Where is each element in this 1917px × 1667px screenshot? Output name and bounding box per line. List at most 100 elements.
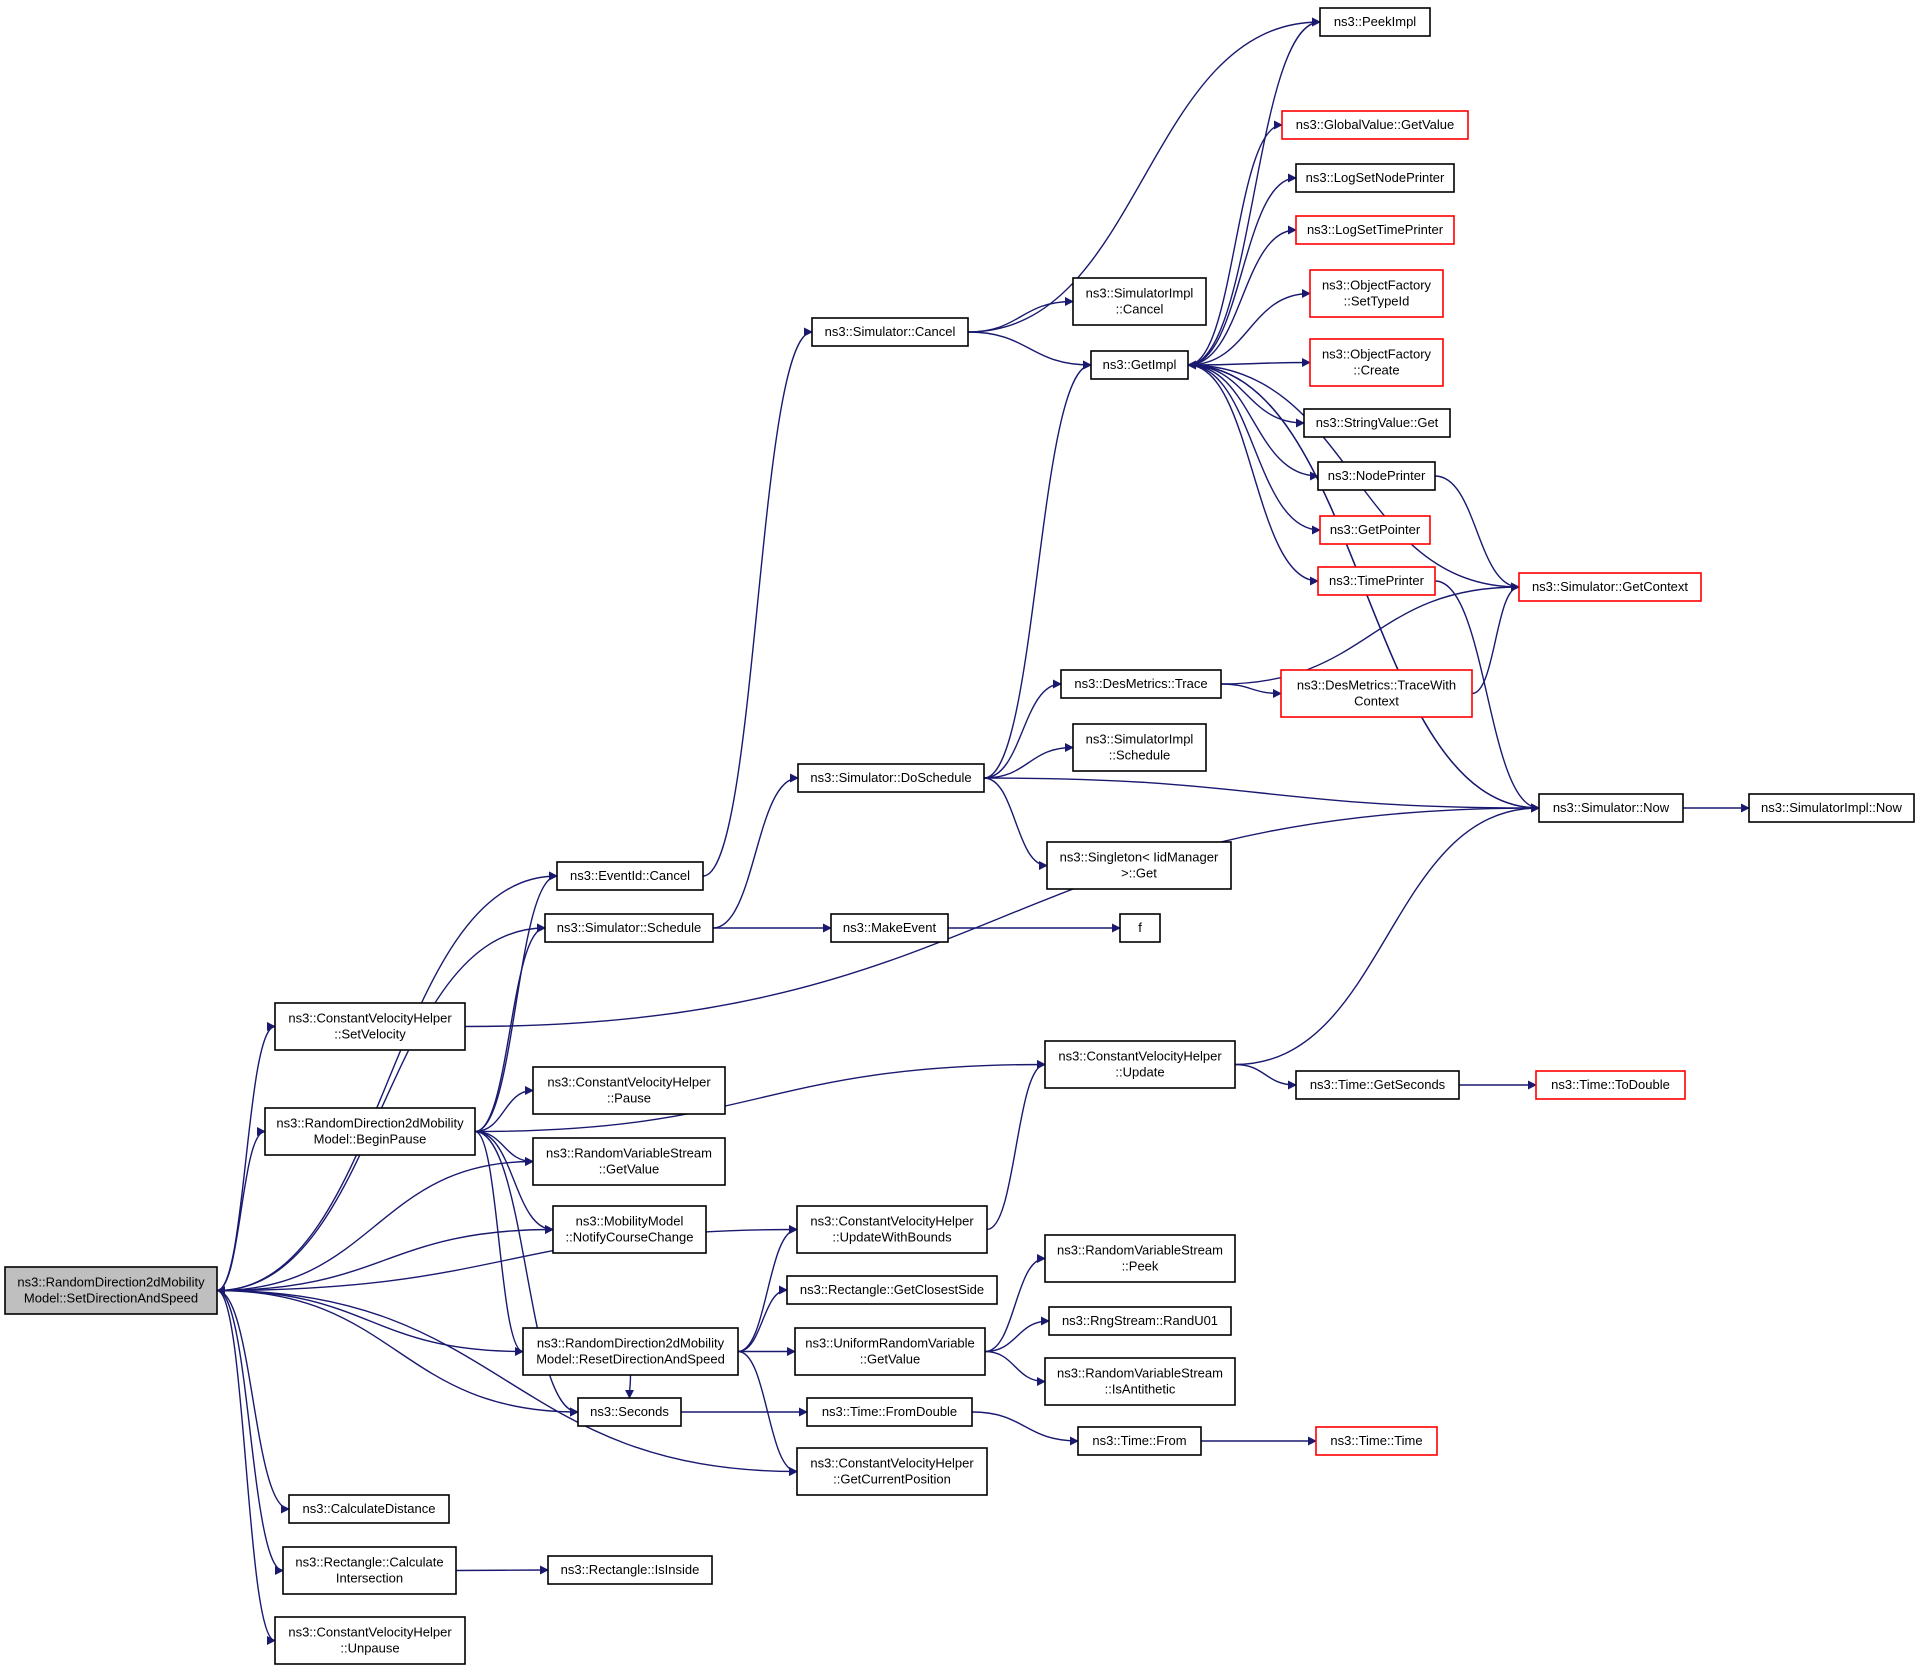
node-box[interactable]	[1748, 793, 1915, 823]
node-makeevent[interactable]: ns3::MakeEvent	[830, 913, 949, 943]
node-box[interactable]	[797, 763, 985, 793]
node-sim_getcontext[interactable]: ns3::Simulator::GetContext	[1518, 572, 1702, 602]
node-rvs_peek[interactable]: ns3::RandomVariableStream::Peek	[1044, 1234, 1236, 1283]
node-box[interactable]	[796, 1447, 988, 1496]
node-box[interactable]	[1281, 110, 1469, 140]
node-box[interactable]	[1303, 408, 1451, 438]
node-time_time[interactable]: ns3::Time::Time	[1315, 1426, 1438, 1456]
node-box[interactable]	[532, 1137, 726, 1186]
node-reset_dir[interactable]: ns3::RandomDirection2dMobilityModel::Res…	[522, 1327, 739, 1376]
node-box[interactable]	[544, 913, 714, 943]
node-cvh_unpause[interactable]: ns3::ConstantVelocityHelper::Unpause	[274, 1616, 466, 1665]
node-box[interactable]	[577, 1397, 682, 1427]
node-box[interactable]	[1319, 515, 1431, 545]
node-box[interactable]	[1317, 566, 1436, 596]
node-box[interactable]	[1280, 669, 1473, 718]
node-box[interactable]	[1072, 277, 1207, 326]
node-rect_isinside[interactable]: ns3::Rectangle::IsInside	[547, 1555, 713, 1585]
node-box[interactable]	[1077, 1426, 1202, 1456]
node-cvh_updatewb[interactable]: ns3::ConstantVelocityHelper::UpdateWithB…	[796, 1205, 988, 1254]
node-box[interactable]	[1538, 793, 1684, 823]
node-box[interactable]	[556, 861, 704, 891]
node-box[interactable]	[1048, 1306, 1232, 1336]
node-box[interactable]	[1044, 1357, 1236, 1406]
node-box[interactable]	[1317, 461, 1436, 491]
node-box[interactable]	[1072, 723, 1207, 772]
node-box[interactable]	[1119, 913, 1161, 943]
node-simimpl_cancel[interactable]: ns3::SimulatorImpl::Cancel	[1072, 277, 1207, 326]
node-getpointer[interactable]: ns3::GetPointer	[1319, 515, 1431, 545]
node-box[interactable]	[1090, 350, 1189, 380]
node-sim_cancel[interactable]: ns3::Simulator::Cancel	[811, 317, 969, 347]
node-box[interactable]	[1044, 1040, 1236, 1089]
node-box[interactable]	[806, 1397, 973, 1427]
node-rect_closest[interactable]: ns3::Rectangle::GetClosestSide	[786, 1275, 998, 1305]
node-box[interactable]	[1295, 163, 1455, 193]
node-box[interactable]	[1309, 338, 1444, 387]
node-sim_schedule[interactable]: ns3::Simulator::Schedule	[544, 913, 714, 943]
node-seconds[interactable]: ns3::Seconds	[577, 1397, 682, 1427]
node-box[interactable]	[552, 1205, 707, 1254]
node-peekimpl[interactable]: ns3::PeekImpl	[1319, 7, 1431, 37]
node-box[interactable]	[274, 1616, 466, 1665]
node-urv_getvalue[interactable]: ns3::UniformRandomVariable::GetValue	[794, 1327, 986, 1376]
node-rvs_isanti[interactable]: ns3::RandomVariableStream::IsAntithetic	[1044, 1357, 1236, 1406]
node-box[interactable]	[522, 1327, 739, 1376]
node-getimpl[interactable]: ns3::GetImpl	[1090, 350, 1189, 380]
node-cvh_pause[interactable]: ns3::ConstantVelocityHelper::Pause	[532, 1066, 726, 1115]
node-singleton_get[interactable]: ns3::Singleton< IidManager>::Get	[1046, 841, 1232, 890]
node-cvh_update[interactable]: ns3::ConstantVelocityHelper::Update	[1044, 1040, 1236, 1089]
node-box[interactable]	[796, 1205, 988, 1254]
node-sim_doschedule[interactable]: ns3::Simulator::DoSchedule	[797, 763, 985, 793]
node-box[interactable]	[4, 1266, 218, 1315]
node-desm_trace[interactable]: ns3::DesMetrics::Trace	[1060, 669, 1222, 699]
node-timeprinter[interactable]: ns3::TimePrinter	[1317, 566, 1436, 596]
node-begin_pause[interactable]: ns3::RandomDirection2dMobilityModel::Beg…	[264, 1107, 476, 1156]
node-root[interactable]: ns3::RandomDirection2dMobilityModel::Set…	[4, 1266, 218, 1315]
node-mm_notify[interactable]: ns3::MobilityModel::NotifyCourseChange	[552, 1205, 707, 1254]
node-of_create[interactable]: ns3::ObjectFactory::Create	[1309, 338, 1444, 387]
node-rvs_getvalue[interactable]: ns3::RandomVariableStream::GetValue	[532, 1137, 726, 1186]
node-of_settypeid[interactable]: ns3::ObjectFactory::SetTypeId	[1309, 269, 1444, 318]
node-time_todouble[interactable]: ns3::Time::ToDouble	[1535, 1070, 1686, 1100]
node-simimpl_now[interactable]: ns3::SimulatorImpl::Now	[1748, 793, 1915, 823]
node-gv_getvalue[interactable]: ns3::GlobalValue::GetValue	[1281, 110, 1469, 140]
node-box[interactable]	[1295, 215, 1455, 245]
node-time_fromdouble[interactable]: ns3::Time::FromDouble	[806, 1397, 973, 1427]
node-box[interactable]	[1044, 1234, 1236, 1283]
node-time_getseconds[interactable]: ns3::Time::GetSeconds	[1295, 1070, 1460, 1100]
node-box[interactable]	[1295, 1070, 1460, 1100]
node-box[interactable]	[794, 1327, 986, 1376]
node-box[interactable]	[1319, 7, 1431, 37]
node-box[interactable]	[1046, 841, 1232, 890]
node-nodeprinter[interactable]: ns3::NodePrinter	[1317, 461, 1436, 491]
node-box[interactable]	[547, 1555, 713, 1585]
node-cvh_getcurpos[interactable]: ns3::ConstantVelocityHelper::GetCurrentP…	[796, 1447, 988, 1496]
node-simimpl_schedule[interactable]: ns3::SimulatorImpl::Schedule	[1072, 723, 1207, 772]
node-box[interactable]	[282, 1546, 457, 1595]
node-sim_now[interactable]: ns3::Simulator::Now	[1538, 793, 1684, 823]
node-box[interactable]	[288, 1494, 450, 1524]
node-box[interactable]	[1309, 269, 1444, 318]
node-calc_distance[interactable]: ns3::CalculateDistance	[288, 1494, 450, 1524]
node-box[interactable]	[1535, 1070, 1686, 1100]
node-box[interactable]	[1060, 669, 1222, 699]
node-box[interactable]	[274, 1002, 466, 1051]
node-box[interactable]	[264, 1107, 476, 1156]
node-box[interactable]	[1315, 1426, 1438, 1456]
node-box[interactable]	[811, 317, 969, 347]
node-logsetnode[interactable]: ns3::LogSetNodePrinter	[1295, 163, 1455, 193]
node-f[interactable]: f	[1119, 913, 1161, 943]
node-sv_get[interactable]: ns3::StringValue::Get	[1303, 408, 1451, 438]
node-box[interactable]	[532, 1066, 726, 1115]
node-box[interactable]	[786, 1275, 998, 1305]
node-box[interactable]	[830, 913, 949, 943]
node-time_from[interactable]: ns3::Time::From	[1077, 1426, 1202, 1456]
node-cvh_setvelocity[interactable]: ns3::ConstantVelocityHelper::SetVelocity	[274, 1002, 466, 1051]
node-logsettime[interactable]: ns3::LogSetTimePrinter	[1295, 215, 1455, 245]
node-box[interactable]	[1518, 572, 1702, 602]
node-eventid_cancel[interactable]: ns3::EventId::Cancel	[556, 861, 704, 891]
node-rng_randu01[interactable]: ns3::RngStream::RandU01	[1048, 1306, 1232, 1336]
